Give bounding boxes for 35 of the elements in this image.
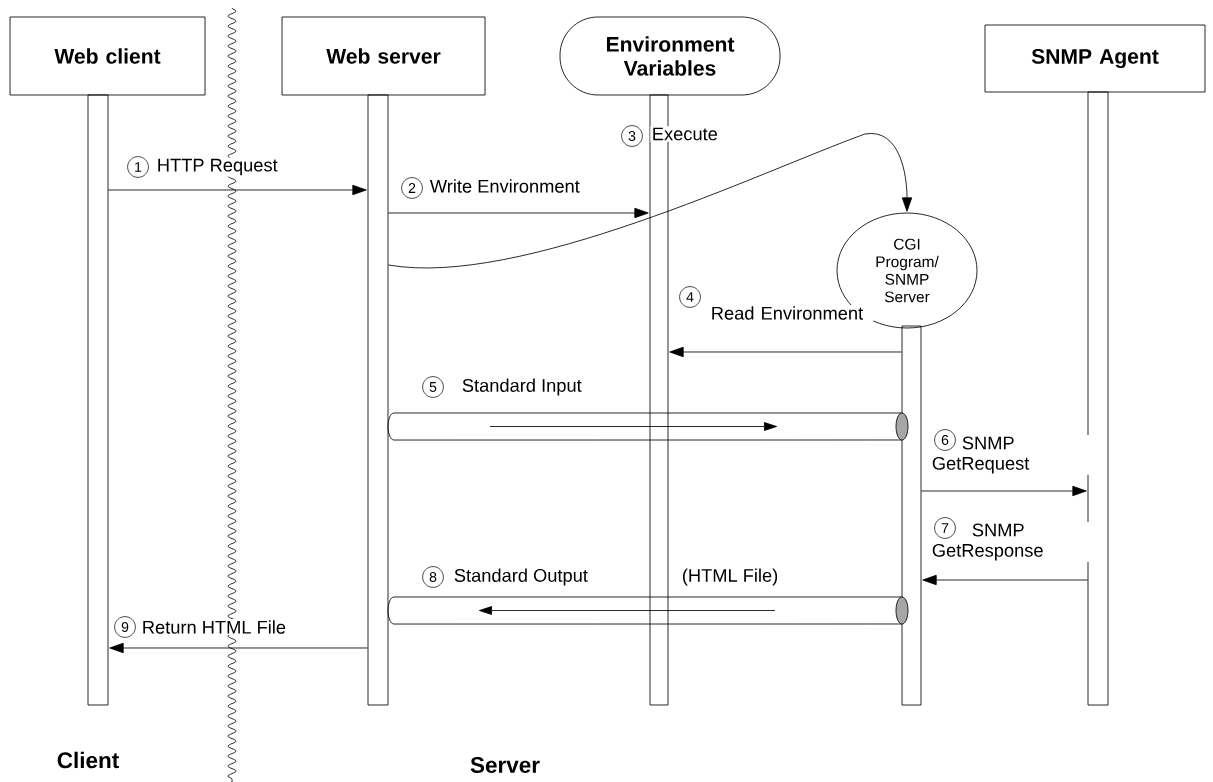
callout-number: 6 bbox=[934, 429, 956, 451]
pipe bbox=[387, 596, 909, 625]
lifeline-bar bbox=[1087, 91, 1109, 706]
callout-number: 1 bbox=[127, 156, 149, 178]
callout-number: 7 bbox=[934, 517, 956, 539]
section-label: Client bbox=[57, 751, 119, 769]
callout-number: 2 bbox=[401, 177, 423, 199]
participant-box: SNMP Agent bbox=[984, 24, 1206, 93]
callout-number: 4 bbox=[679, 286, 701, 308]
pipe bbox=[387, 412, 909, 441]
edge-label: HTTP Request bbox=[155, 157, 280, 177]
section-label: Server bbox=[470, 757, 540, 773]
lifeline-bar bbox=[367, 94, 389, 706]
callout-number: 5 bbox=[422, 376, 444, 398]
arrow bbox=[108, 184, 367, 196]
participant-box: Web server bbox=[281, 16, 486, 96]
arrow bbox=[669, 346, 903, 358]
arrow bbox=[922, 574, 1088, 586]
arrow bbox=[388, 133, 913, 269]
callout-number: 9 bbox=[114, 616, 136, 638]
lifeline-bar bbox=[87, 94, 109, 706]
lifeline-bar bbox=[901, 325, 922, 706]
data-store: Environment Variables bbox=[559, 16, 781, 96]
callout-number: 8 bbox=[422, 566, 444, 588]
message-label: Standard Output bbox=[452, 567, 590, 587]
arrow bbox=[109, 642, 368, 654]
message-label: (HTML File) bbox=[680, 567, 780, 587]
callout-number: 3 bbox=[621, 125, 643, 147]
message-label: Standard Input bbox=[460, 377, 584, 397]
edge-label: Write Environment bbox=[428, 177, 582, 195]
arrow bbox=[921, 485, 1087, 497]
participant-box: Web client bbox=[9, 16, 206, 96]
edge-label: Return HTML File bbox=[140, 618, 288, 636]
edge-label: Execute bbox=[650, 126, 720, 142]
arrow bbox=[388, 207, 649, 219]
